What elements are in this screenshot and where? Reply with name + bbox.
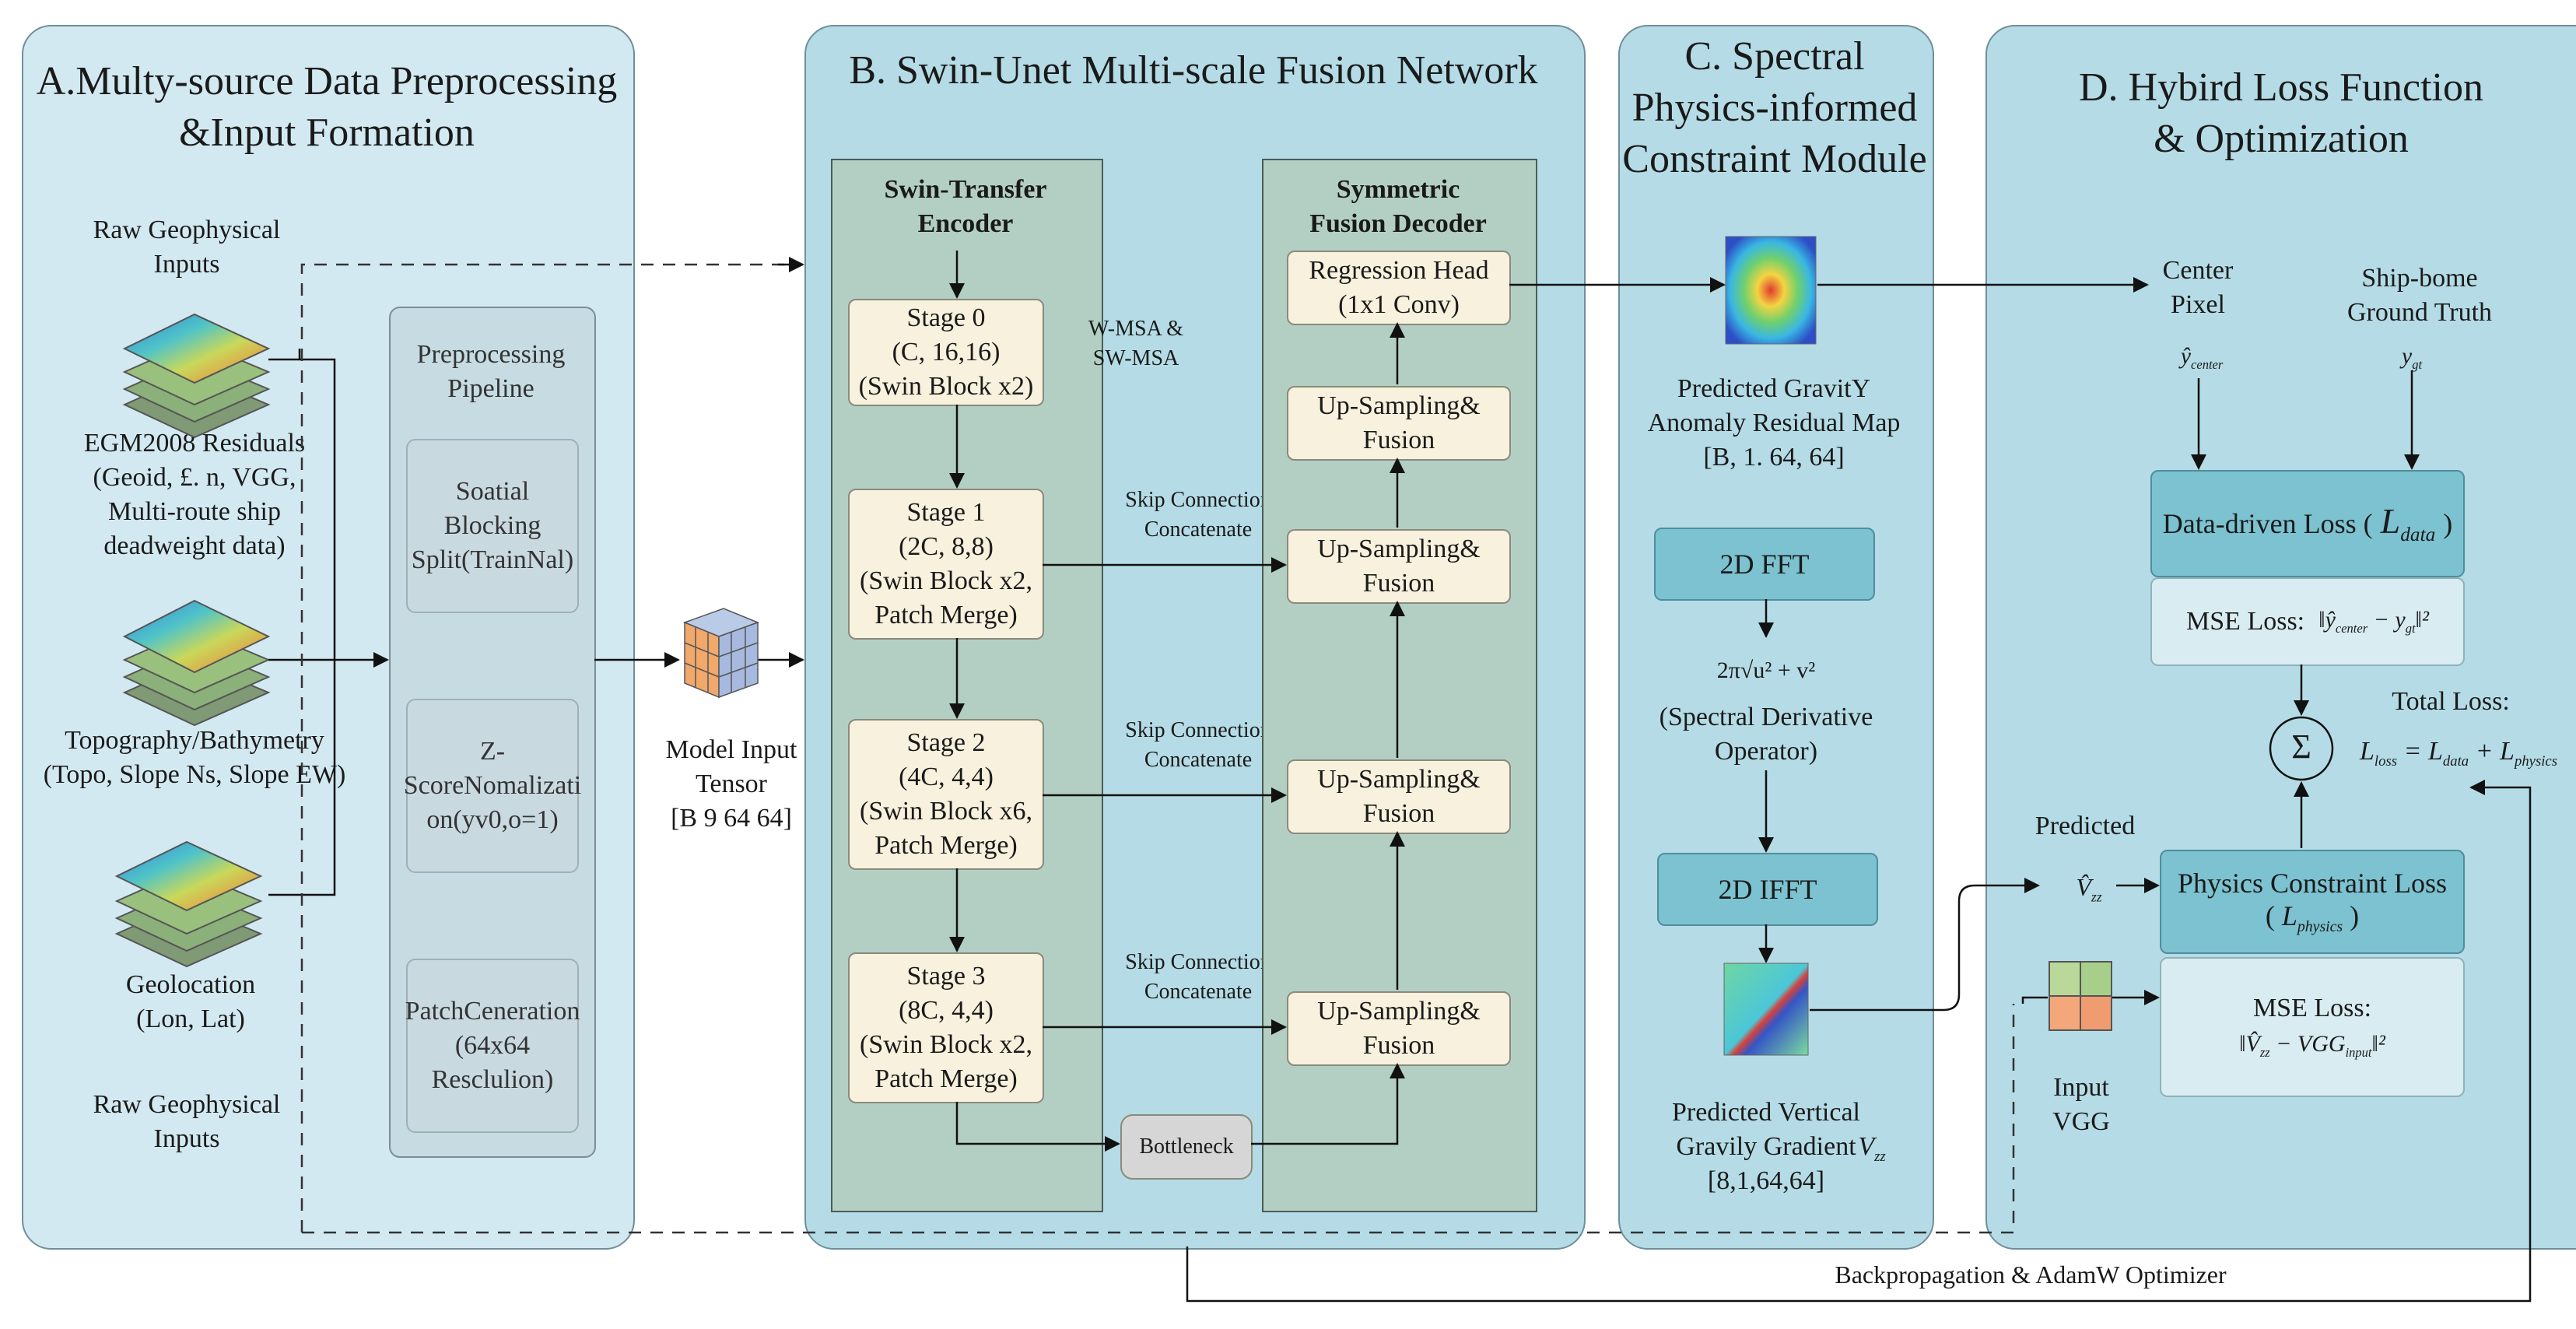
predicted-vgg-label: Predicted Vertical Gravily Gradient	[1671, 1098, 1860, 1161]
pipeline-step-zscore: Z- ScoreNomalizati on(yv0,o=1)	[404, 699, 581, 873]
panel-d-title: D. Hybird Loss Function & Optimization	[2079, 65, 2483, 161]
ground-truth-symbol: ygt	[2401, 343, 2423, 372]
panel-a-title: A.Multy-source Data Preprocessing &Input…	[36, 59, 618, 155]
up-sampling-fusion-2: Up-Sampling& Fusion	[1287, 759, 1511, 834]
panel-b-title: B. Swin-Unet Multi-scale Fusion Network	[849, 48, 1538, 93]
panel-c-title: C. Spectral Physics-informed Constraint …	[1622, 34, 1927, 181]
center-pixel-label: Center Pixel	[2162, 256, 2234, 319]
predicted-vzz-symbol: V̂zz	[2076, 873, 2102, 905]
encoder-stage-1: Stage 1 (2C, 8,8) (Swin Block x2, Patch …	[848, 489, 1044, 640]
predicted-anomaly-heatmap	[1725, 236, 1817, 345]
predicted-anomaly-map-label: Predicted GravitY Anomaly Residual Map […	[1647, 374, 1901, 472]
skip-connection-1-label: Skip Connection Concatenate	[1125, 488, 1271, 542]
raw-inputs-top-label: Raw Geophysical Inputs	[93, 216, 281, 279]
mse-loss-data-label: MSE Loss:	[2186, 607, 2305, 636]
input-vgg-grid-icon	[2049, 961, 2112, 1031]
egm-layer-stack-icon	[122, 313, 271, 439]
tensor-cube-icon	[682, 608, 760, 699]
up-sampling-fusion-0: Up-Sampling& Fusion	[1287, 386, 1511, 461]
pipeline-step-spatial-blocking: Soatial Blocking Split(TrainNal)	[406, 439, 579, 613]
total-loss-label: Total Loss:	[2392, 687, 2510, 716]
ground-truth-label: Ship-bome Ground Truth	[2346, 264, 2493, 327]
physics-constraint-loss-box: Physics Constraint Loss ( Lphysics )	[2160, 850, 2465, 954]
pipeline-title: Preprocessing Pipeline	[416, 340, 566, 403]
encoder-title: Swin-Transfer Encoder	[884, 175, 1047, 238]
predicted-vgg-heatmap	[1723, 963, 1809, 1056]
skip-connection-2-label: Skip Connection Concatenate	[1125, 718, 1271, 772]
wmsa-label: W-MSA & SW-MSA	[1088, 317, 1184, 370]
egm-residuals-label: EGM2008 Residuals (Geoid, £. n, VGG, Mul…	[83, 429, 306, 560]
fft-box: 2D FFT	[1654, 528, 1875, 601]
physics-loss-symbol: Lphysics	[2281, 900, 2343, 936]
data-driven-loss-label: Data-driven Loss (	[2162, 508, 2373, 539]
total-loss-formula: Lloss = Ldata + Lphysics	[2360, 737, 2557, 770]
mse-loss-data-box: MSE Loss: ‖ŷcenter − ygt‖²	[2150, 577, 2465, 666]
model-input-tensor-label: Model Input Tensor [B 9 64 64]	[665, 735, 797, 833]
bottleneck-box: Bottleneck	[1120, 1114, 1253, 1180]
data-loss-symbol: Ldata	[2380, 501, 2436, 546]
pipeline-step-patch-generation: PatchCeneration (64x64 Resclulion)	[405, 959, 580, 1133]
sum-node-icon	[2269, 716, 2334, 781]
predicted-label: Predicted	[2035, 812, 2136, 840]
geolocation-label: Geolocation (Lon, Lat)	[125, 970, 256, 1033]
encoder-stage-0: Stage 0 (C, 16,16) (Swin Block x2)	[848, 299, 1044, 406]
up-sampling-fusion-1: Up-Sampling& Fusion	[1287, 529, 1511, 604]
center-pixel-symbol: ŷcenter	[2180, 343, 2224, 372]
topography-layer-stack-icon	[122, 599, 271, 727]
predicted-vgg-shape: [8,1,64,64]	[1707, 1166, 1825, 1195]
backprop-label: Backpropagation & AdamW Optimizer	[1835, 1261, 2227, 1289]
geolocation-layer-stack-icon	[114, 840, 263, 968]
panel-c	[1618, 25, 1934, 1250]
spectral-operator-label: (Spectral Derivative Operator)	[1659, 703, 1873, 766]
predicted-vgg-symbol: Vzz	[1858, 1132, 1886, 1165]
mse-loss-physics-formula: ‖V̂zz − VGGinput‖²	[2239, 1031, 2385, 1060]
physics-constraint-loss-label: Physics Constraint Loss	[2177, 868, 2448, 899]
topography-label: Topography/Bathymetry (Topo, Slope Ns, S…	[43, 726, 346, 789]
data-driven-loss-box: Data-driven Loss ( Ldata )	[2150, 470, 2465, 577]
raw-inputs-bottom-label: Raw Geophysical Inputs	[93, 1090, 281, 1153]
input-vgg-label: Input VGG	[2052, 1073, 2110, 1136]
up-sampling-fusion-3: Up-Sampling& Fusion	[1287, 991, 1511, 1066]
encoder-stage-3: Stage 3 (8C, 4,4) (Swin Block x2, Patch …	[848, 952, 1044, 1103]
skip-connection-3-label: Skip Connection Concatenate	[1125, 950, 1271, 1004]
spectral-operator-formula: 2π√u² + v²	[1716, 657, 1816, 683]
mse-loss-data-formula: ‖ŷcenter − ygt‖²	[2318, 607, 2429, 636]
sigma-symbol: Σ	[2291, 728, 2311, 766]
mse-loss-physics-label: MSE Loss:	[2252, 994, 2372, 1022]
decoder-title: Symmetric Fusion Decoder	[1309, 175, 1487, 238]
ifft-box: 2D IFFT	[1657, 853, 1878, 926]
mse-loss-physics-box: MSE Loss: ‖V̂zz − VGGinput‖²	[2160, 957, 2465, 1097]
